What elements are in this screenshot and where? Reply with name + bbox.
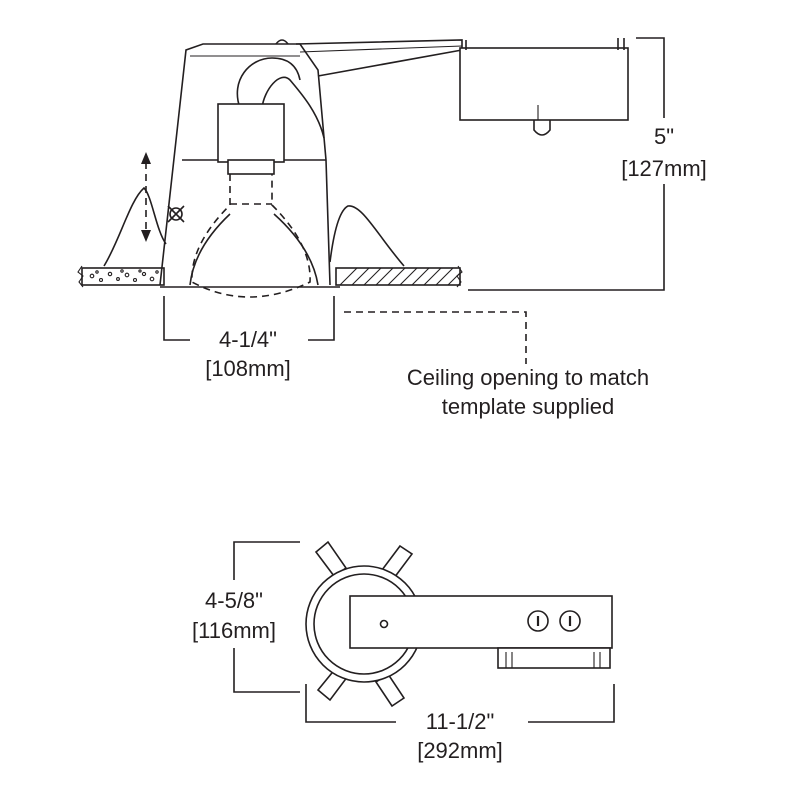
wire-left: [236, 57, 301, 109]
width-dimension-line: [233, 541, 300, 693]
mounting-plate: [349, 595, 613, 649]
opening-dim-metric: [108mm]: [205, 356, 291, 381]
right-mounting-clip: [329, 205, 405, 267]
ceiling-left-segment: [77, 265, 165, 288]
height-dim-metric: [127mm]: [621, 156, 707, 181]
note-leader-line: [344, 311, 527, 364]
ceiling-note-line1: Ceiling opening to match: [407, 365, 649, 390]
mounting-bar: [275, 39, 463, 77]
height-adjust-arrow: [141, 152, 151, 242]
opening-dimension-line: [163, 296, 335, 341]
ceiling-note-line2: template supplied: [442, 394, 614, 419]
length-dimension-line: [305, 684, 615, 723]
wire-right: [261, 76, 325, 139]
left-mounting-clip: [103, 186, 185, 267]
length-dim-imperial: 11-1/2": [426, 709, 495, 734]
lamp-socket: [217, 103, 285, 175]
ceiling-right-segment: [335, 265, 463, 288]
knockout-pair: [527, 610, 581, 632]
junction-box-lip: [497, 647, 611, 669]
width-dim-metric: [116mm]: [192, 618, 276, 643]
top-view: 4-5/8" [116mm] 11-1/2" [292mm]: [170, 540, 615, 763]
bulb-outline: [191, 174, 311, 298]
opening-dim-imperial: 4-1/4": [219, 327, 277, 352]
width-dim-imperial: 4-5/8": [205, 588, 263, 613]
length-dim-metric: [292mm]: [417, 738, 503, 763]
junction-box: [459, 38, 629, 136]
height-dim-imperial: 5": [654, 124, 674, 149]
side-view: 5" [127mm] 4-1/4" [108mm] Ceiling openin…: [77, 37, 730, 419]
reflector: [189, 213, 319, 286]
